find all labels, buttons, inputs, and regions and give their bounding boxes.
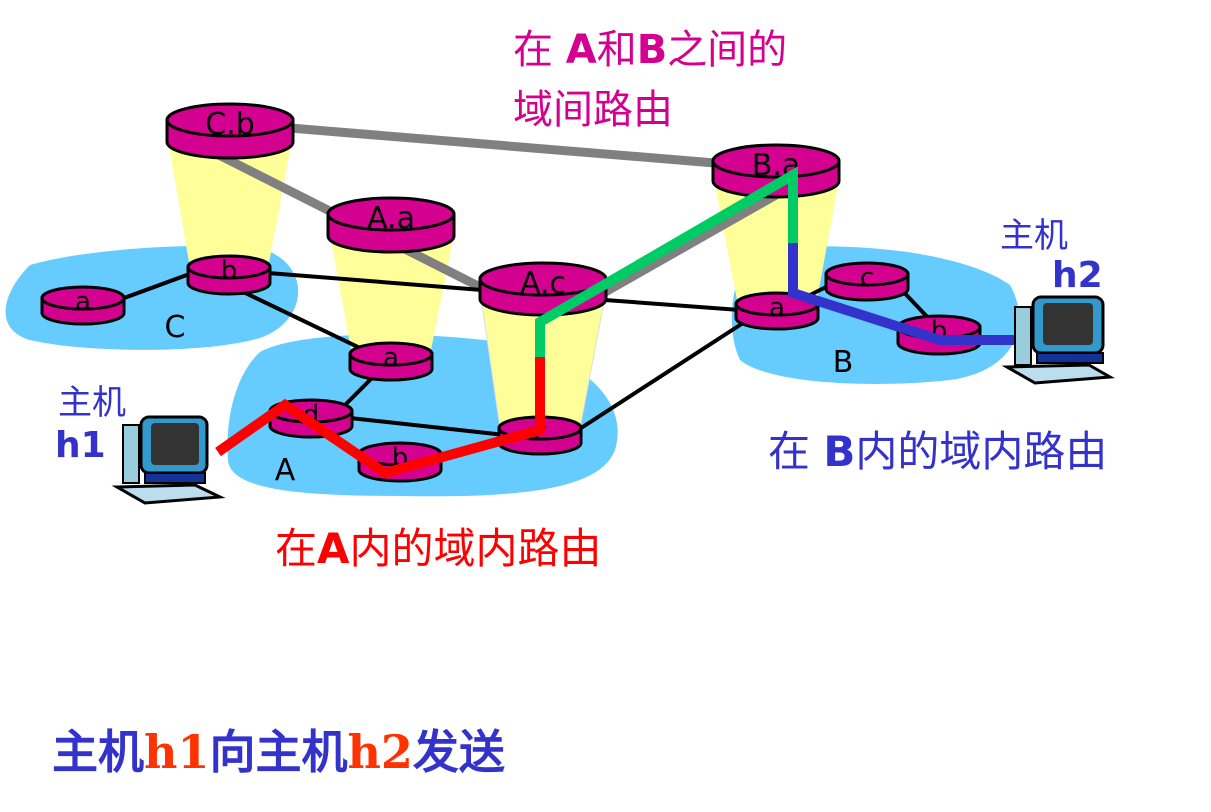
bottom-h1: h1 xyxy=(144,725,210,779)
bottom-text: 主机 xyxy=(52,725,144,779)
router-label: C.b xyxy=(205,107,255,142)
intra-b-caption: 在 B内的域内路由 xyxy=(768,418,1107,479)
intra-a-caption: 在A内的域内路由 xyxy=(275,515,602,576)
router-c-a[interactable]: a xyxy=(40,285,126,326)
router-cb[interactable]: C.b xyxy=(165,102,295,160)
title-text: 和 xyxy=(596,27,637,73)
bottom-text: 向主机 xyxy=(209,725,348,779)
router-a-d[interactable]: d xyxy=(268,398,354,439)
title-b: B xyxy=(636,27,668,73)
host-h2-label: 主机 xyxy=(1000,216,1068,256)
host-h1-name: h1 xyxy=(55,425,106,466)
caption-text: 在 xyxy=(768,427,824,476)
host-h1-label: 主机 xyxy=(58,383,126,423)
domain-b-label: B xyxy=(833,345,854,380)
router-label: A.a xyxy=(367,201,415,236)
router-aa[interactable]: A.a xyxy=(326,196,456,254)
caption-text: 在 xyxy=(275,524,318,573)
title-a: A xyxy=(565,27,597,73)
host-h2-computer-icon[interactable] xyxy=(1001,295,1115,385)
link-ac-ba xyxy=(597,183,793,299)
link xyxy=(349,416,506,437)
router-label: b xyxy=(221,256,238,286)
router-label: a xyxy=(75,287,91,317)
bottom-caption: 主机h1向主机h2发送 xyxy=(52,716,505,782)
router-a-a[interactable]: a xyxy=(348,341,434,382)
bottom-h2: h2 xyxy=(347,725,413,779)
host-h2-name: h2 xyxy=(1052,255,1103,296)
link-cb-ba xyxy=(289,123,716,168)
router-b-c[interactable]: c xyxy=(824,261,910,302)
link xyxy=(576,310,762,432)
caption-b: B xyxy=(823,427,856,476)
link xyxy=(267,271,483,292)
title-text: 之间的 xyxy=(667,27,788,73)
host-h1-computer-icon[interactable] xyxy=(111,415,226,505)
router-ba[interactable]: B.a xyxy=(711,143,841,199)
router-label: a xyxy=(769,293,785,323)
cone-aa xyxy=(330,235,454,355)
router-a-c[interactable]: c xyxy=(497,415,583,456)
domain-c-label: C xyxy=(165,310,186,345)
domain-a-label: A xyxy=(275,453,296,488)
bottom-text: 发送 xyxy=(412,725,505,779)
caption-text: 内的域内路由 xyxy=(349,524,602,573)
path-inter xyxy=(535,166,798,357)
link xyxy=(604,298,741,312)
title-text: 在 xyxy=(513,27,566,73)
caption-text: 内的域内路由 xyxy=(855,427,1108,476)
path-intra-b xyxy=(788,243,1015,345)
router-label: A.c xyxy=(520,266,566,301)
router-c-b[interactable]: b xyxy=(186,254,272,296)
router-label: a xyxy=(383,343,399,373)
inter-domain-title-line2: 域间路由 xyxy=(513,87,673,133)
caption-a: A xyxy=(317,524,350,573)
router-label: c xyxy=(860,263,874,293)
inter-domain-title-line1: 在 A和B之间的 xyxy=(513,30,787,70)
path-intra-a xyxy=(215,357,545,479)
router-b-a[interactable]: a xyxy=(734,291,820,331)
